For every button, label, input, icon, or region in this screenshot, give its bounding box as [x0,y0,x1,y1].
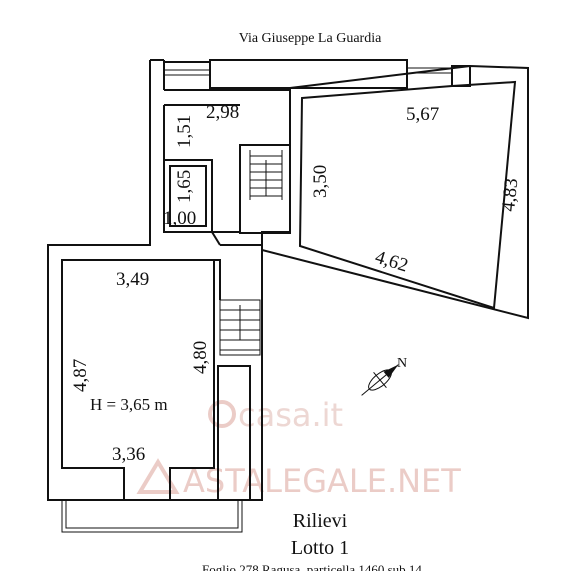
dim-top-left-width: 2,98 [206,102,239,123]
title-rilievi: Rilievi [293,510,348,532]
dimension-labels: 2,98 1,51 1,65 1,00 5,67 3,50 4,83 4,62 … [70,102,522,465]
title-lotto: Lotto 1 [291,537,349,559]
lower-stairs-icon [219,299,261,356]
dim-top-left-height: 1,51 [174,115,195,148]
watermark-casa: casa.it [238,396,343,434]
dim-right-room-top: 5,67 [406,104,439,125]
small-room [163,159,221,246]
street-label: Via Giuseppe La Guardia [239,31,382,46]
corridor [178,144,291,501]
watermark-gavel-icon [136,458,180,494]
compass: N [361,356,407,396]
dim-main-room-right: 4,80 [190,341,211,374]
main-room [61,259,261,533]
dim-main-room-bottom: 3,36 [112,444,145,465]
dim-main-room-top: 3,49 [116,269,149,290]
watermark-logo-icon [208,400,236,428]
ceiling-height-label: H = 3,65 m [90,395,168,414]
dim-main-room-left: 4,87 [70,359,91,392]
watermark: casa.it ASTALEGALE.NET [136,396,461,500]
watermark-astalegale: ASTALEGALE.NET [183,462,461,500]
balcony [61,500,243,533]
dim-small-room-height: 1,65 [174,170,195,203]
right-room [261,64,529,320]
dim-right-room-right: 4,83 [498,177,522,212]
compass-rose-icon [361,364,399,396]
compass-north-label: N [397,356,407,371]
dim-small-room-width: 1,00 [163,208,196,229]
footer-parcel: Foglio 278 Ragusa, particella 1460 sub 1… [202,562,422,571]
dim-right-room-left: 3,50 [310,165,331,198]
upper-stairs-icon [249,150,283,200]
